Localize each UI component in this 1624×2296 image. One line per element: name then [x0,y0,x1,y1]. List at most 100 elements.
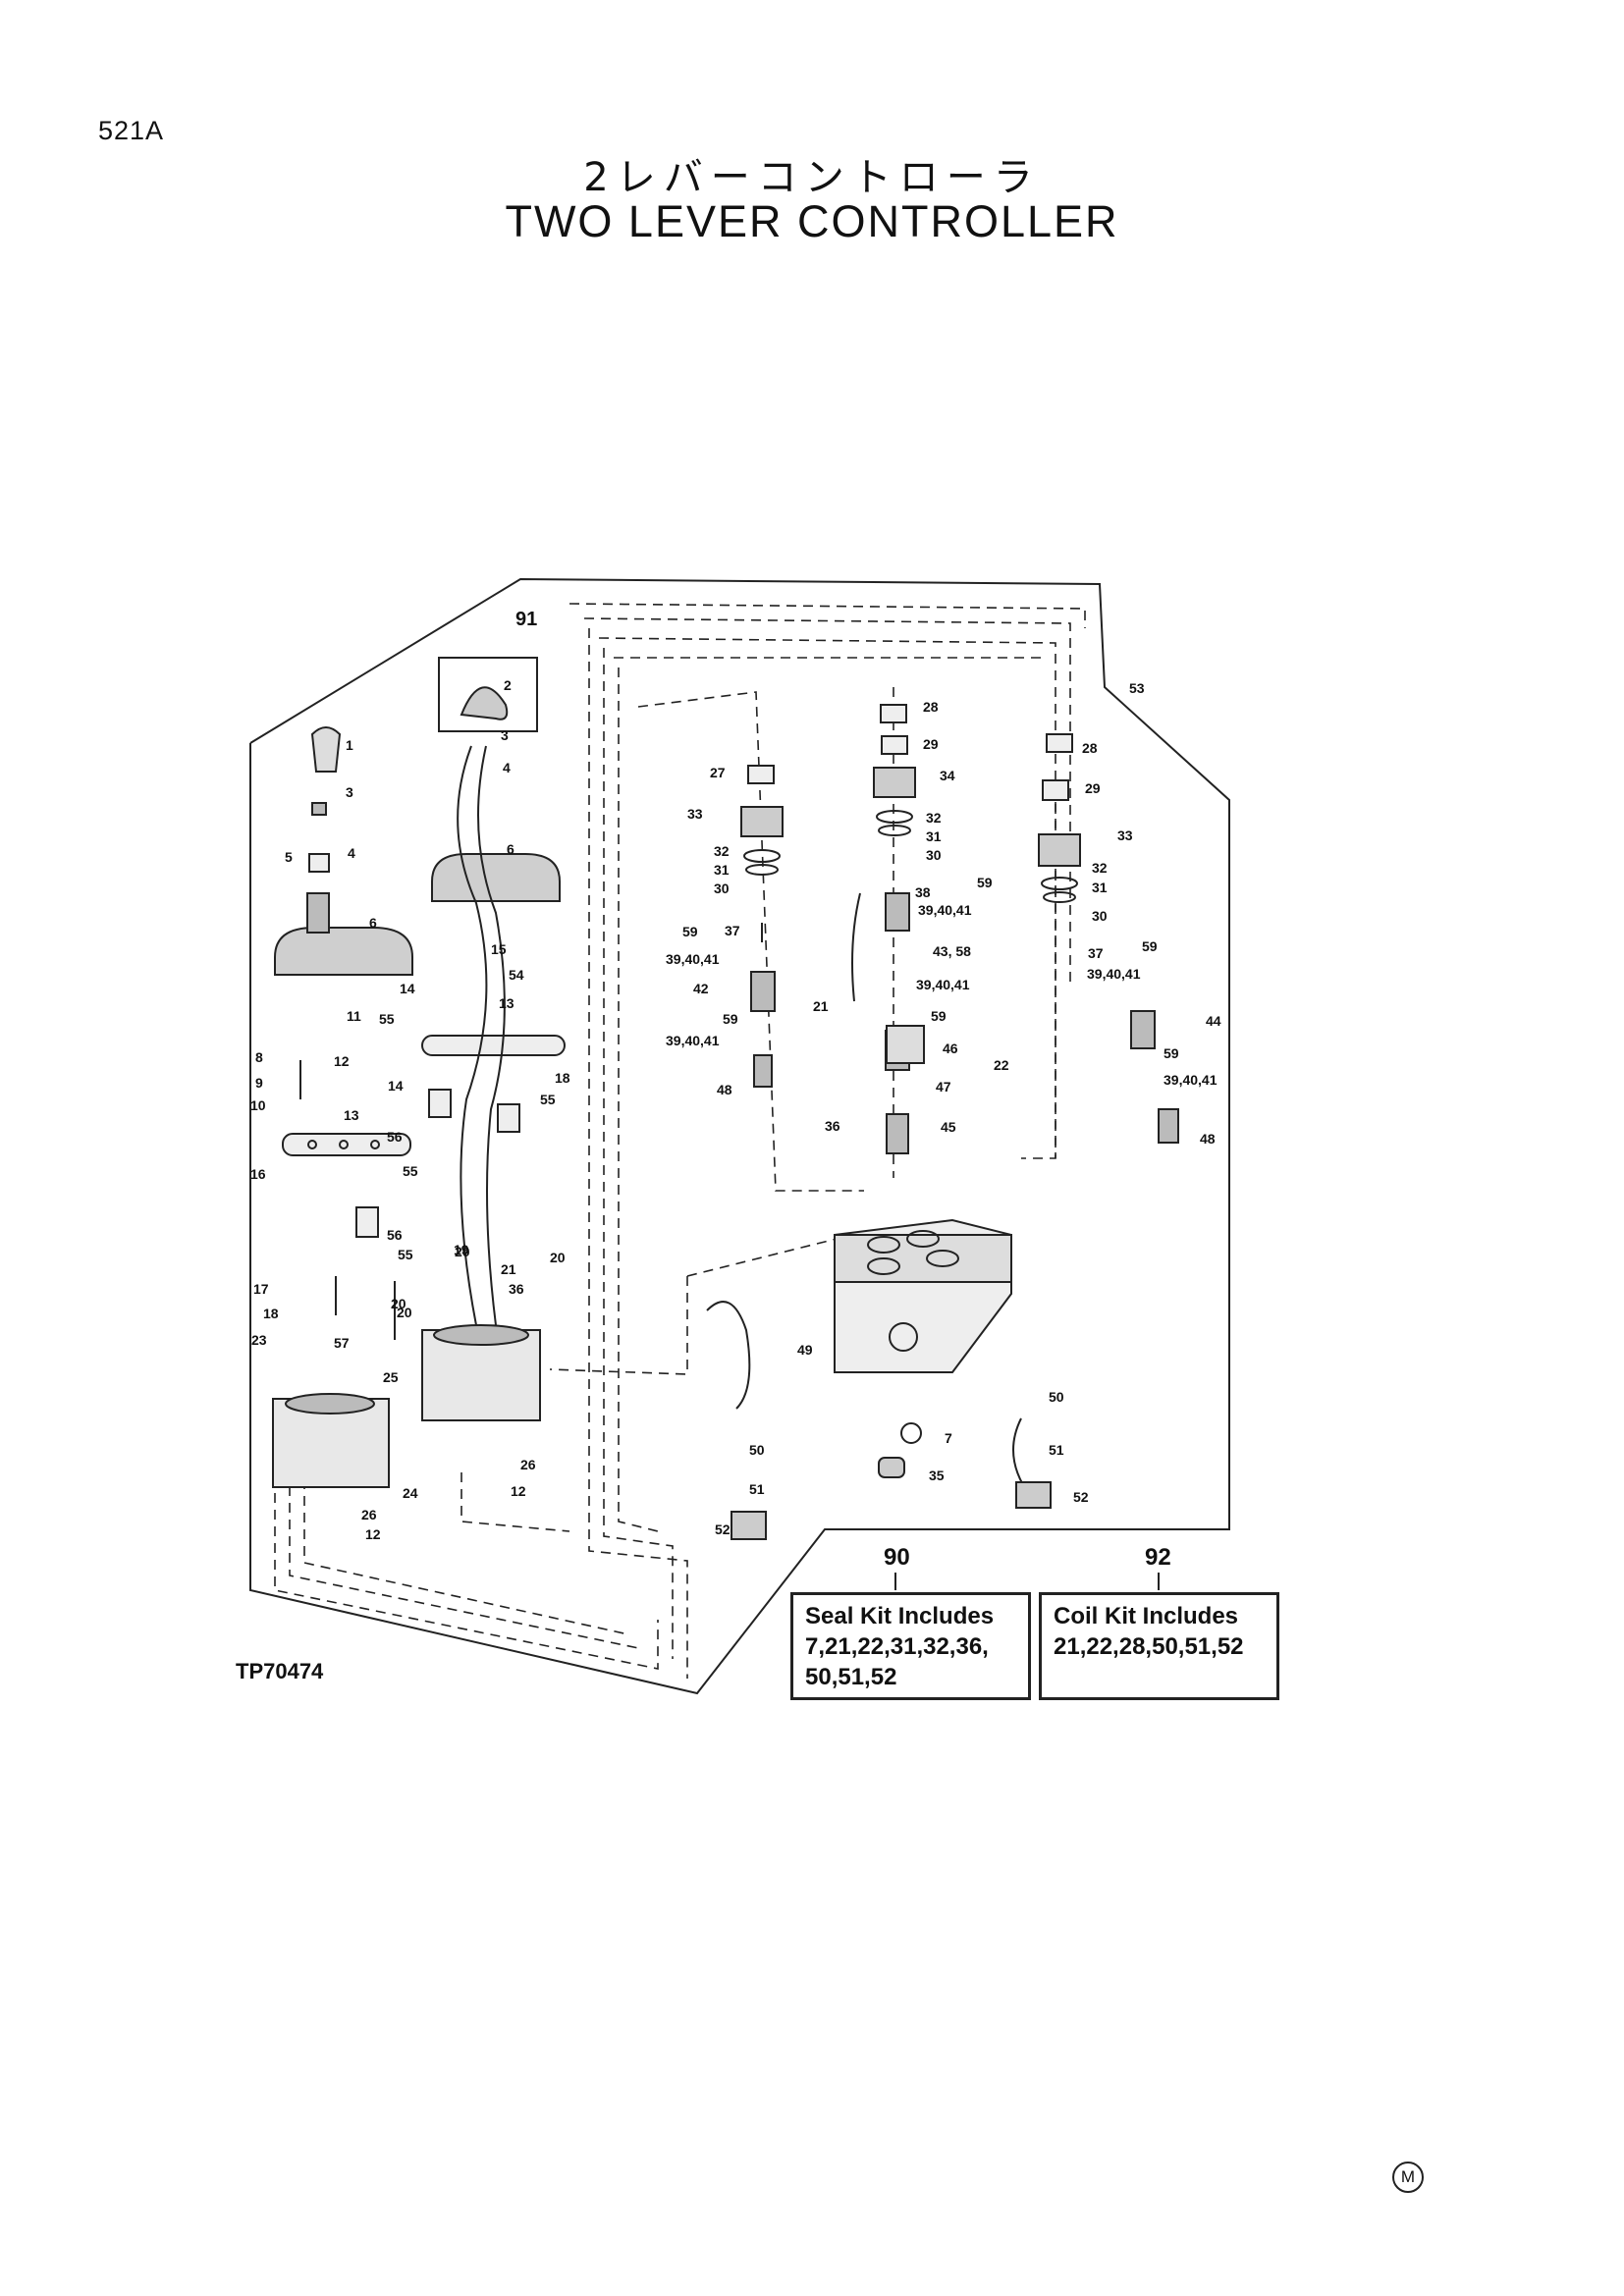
callout-21b: 21 [813,998,829,1014]
callout-42: 42 [693,981,709,996]
callout-32b: 32 [926,810,942,826]
callout-33b: 33 [1117,828,1133,843]
callout-33: 33 [687,806,703,822]
valve-33 [740,806,784,837]
title-english: TWO LEVER CONTROLLER [505,196,1119,246]
callout-30c: 30 [1092,908,1108,924]
valve-34 [873,767,916,798]
callout-6: 6 [369,915,377,931]
boot-6b [431,853,561,902]
callout-20d: 20 [550,1250,566,1265]
callout-20c: 20 [455,1244,470,1259]
callout-18: 18 [263,1306,279,1321]
callout-3: 3 [346,784,353,800]
callout-22: 22 [994,1057,1009,1073]
callout-51b: 51 [749,1481,765,1497]
callout-48b: 48 [1200,1131,1216,1147]
callout-34: 34 [940,768,955,783]
callout-59: 59 [682,924,698,939]
callout-1: 1 [346,737,353,753]
coil-kit-parts: 21,22,28,50,51,52 [1054,1633,1244,1660]
seal-kit-parts: 7,21,22,31,32,36, 50,51,52 [805,1633,989,1690]
boot-6 [274,927,413,976]
callout-13: 13 [344,1107,359,1123]
callout-52b: 52 [715,1522,731,1537]
seal-kit-number: 90 [884,1544,910,1571]
callout-26b: 26 [520,1457,536,1472]
callout-36: 36 [509,1281,524,1297]
callout-59e: 59 [1142,938,1158,954]
lever-grip-1 [310,726,342,773]
callout-29: 29 [923,736,939,752]
callout-32c: 32 [1092,860,1108,876]
callout-49: 49 [797,1342,813,1358]
callout-54: 54 [509,967,524,983]
callout-56: 56 [387,1129,403,1145]
callout-8: 8 [255,1049,263,1065]
callout-55b: 55 [379,1011,395,1027]
callout-14: 14 [388,1078,404,1094]
callout-13b: 13 [499,995,514,1011]
callout-36b: 36 [825,1118,840,1134]
callout-59f: 59 [1164,1045,1179,1061]
callout-28: 28 [923,699,939,715]
plate-16b [421,1035,566,1056]
callout-30b: 30 [926,847,942,863]
callout-7: 7 [945,1430,952,1446]
callout-56b: 56 [387,1227,403,1243]
callout-39-40-41c: 39,40,41 [918,902,972,918]
page-code: 521A [98,116,165,145]
callout-55d: 55 [398,1247,413,1262]
plug-56-left [355,1206,379,1238]
valve-33b [1038,833,1081,867]
callout-2: 2 [504,677,512,693]
seal-kit-box: Seal Kit Includes 7,21,22,31,32,36, 50,5… [790,1592,1031,1700]
coil-kit-heading: Coil Kit Includes [1054,1603,1239,1629]
callout-37: 37 [725,923,740,938]
callout-39-40-41d: 39,40,41 [916,977,970,992]
callout-4b: 4 [503,760,511,775]
figure-id: TP70474 [236,1659,324,1683]
callout-39-40-41e: 39,40,41 [1087,966,1141,982]
callout-21: 21 [501,1261,516,1277]
callout-5: 5 [285,849,293,865]
callout-30: 30 [714,881,730,896]
callout-39-40-41: 39,40,41 [666,951,720,967]
title-japanese: 2レバーコントローラ [583,155,1041,200]
callout-39-40-41f: 39,40,41 [1164,1072,1218,1088]
callout-35: 35 [929,1468,945,1483]
callout-14b: 14 [400,981,415,996]
callout-25: 25 [383,1369,399,1385]
callout-45: 45 [941,1119,956,1135]
callout-12c: 12 [511,1483,526,1499]
callout-12b: 12 [365,1526,381,1542]
coil-kit-number: 92 [1145,1544,1171,1571]
callout-23: 23 [251,1332,267,1348]
callout-9: 9 [255,1075,263,1091]
callout-44: 44 [1206,1013,1221,1029]
callout-27: 27 [710,765,726,780]
callout-18b: 18 [555,1070,570,1086]
callout-6b: 6 [507,841,514,857]
callout-57: 57 [334,1335,350,1351]
callout-31: 31 [714,862,730,878]
callout-59c: 59 [977,875,993,890]
callout-53: 53 [1129,680,1145,696]
callout-11: 11 [347,1008,361,1024]
callout-31c: 31 [1092,880,1108,895]
callout-10: 10 [250,1097,266,1113]
callout-55c: 55 [540,1092,556,1107]
callout-39-40-41b: 39,40,41 [666,1033,720,1048]
callout-51: 51 [1049,1442,1064,1458]
valve-46 [886,1025,925,1064]
callout-38: 38 [915,884,931,900]
callout-43-58: 43, 58 [933,943,971,959]
callout-50: 50 [1049,1389,1064,1405]
callout-31b: 31 [926,828,942,844]
callout-91: 91 [515,609,537,630]
callout-4: 4 [348,845,355,861]
callout-17: 17 [253,1281,269,1297]
callout-28b: 28 [1082,740,1098,756]
nut-3 [311,802,327,816]
callout-37b: 37 [1088,945,1104,961]
